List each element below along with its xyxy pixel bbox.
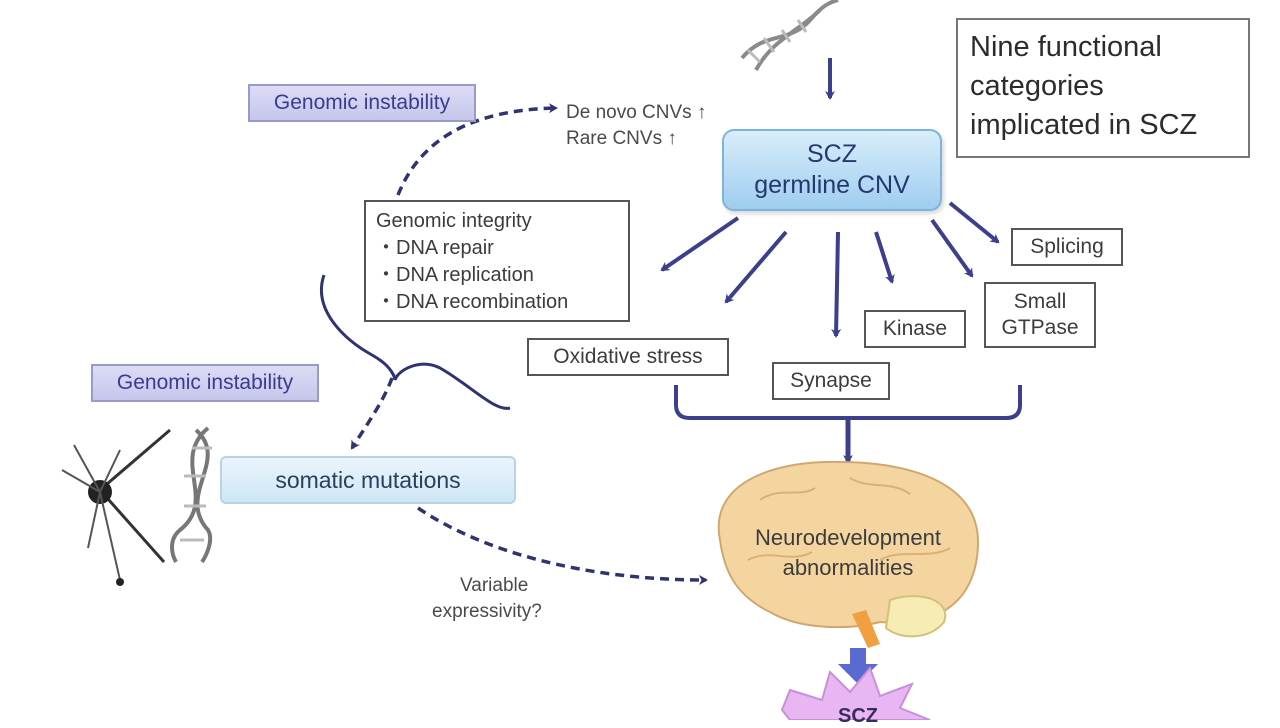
- title-line-1: Nine functional: [970, 31, 1162, 63]
- arrow-to-synapse: [831, 231, 842, 338]
- dna-recombination-item: ・DNA recombination: [376, 291, 569, 313]
- dna-repair-item: ・DNA repair: [376, 237, 494, 259]
- genomic-integrity-heading: Genomic integrity: [376, 210, 532, 232]
- gtpase-label: GTPase: [1001, 316, 1079, 339]
- abnormalities-label: abnormalities: [782, 555, 914, 580]
- dashed-arrow-to-somatic: [350, 377, 394, 450]
- de-novo-cnv-label: De novo CNVs ↑: [566, 102, 707, 123]
- germline-cnv-label: germline CNV: [754, 171, 910, 199]
- scz-outcome-star: [780, 666, 931, 720]
- arrow-to-genomic-integrity: [660, 216, 740, 272]
- nine-categories-title-box: Nine functional categories implicated in…: [956, 18, 1250, 158]
- kinase-box: Kinase: [864, 310, 966, 348]
- brain-icon: [717, 460, 980, 648]
- small-gtpase-box: Small GTPase: [984, 282, 1096, 348]
- scz-outcome-label: SCZ: [838, 705, 878, 727]
- left-brace: [320, 274, 511, 410]
- variable-label: Variable: [460, 575, 529, 596]
- title-line-3: implicated in SCZ: [970, 109, 1198, 141]
- small-label: Small: [1013, 290, 1067, 313]
- title-line-2: categories: [970, 70, 1104, 102]
- scz-label: SCZ: [807, 140, 857, 168]
- splicing-box: Splicing: [1011, 228, 1123, 266]
- oxidative-stress-box: Oxidative stress: [527, 338, 729, 376]
- arrow-to-kinase: [874, 231, 895, 284]
- arrow-to-oxidative-stress: [724, 230, 788, 304]
- expressivity-label: expressivity?: [432, 601, 542, 622]
- genomic-instability-left-box: Genomic instability: [91, 364, 319, 402]
- dashed-arrow-to-de-novo: [396, 103, 558, 196]
- dna-replication-item: ・DNA replication: [376, 264, 534, 286]
- neurodevelopment-label: Neurodevelopment: [755, 525, 941, 550]
- dna-helix-left-icon: [170, 426, 213, 564]
- somatic-mutations-box: somatic mutations: [220, 456, 516, 504]
- scz-germline-cnv-box: SCZ germline CNV: [722, 129, 942, 211]
- neuron-icon: [61, 428, 171, 586]
- dna-helix-top-icon: [740, 0, 839, 71]
- arrow-to-small-gtpase: [930, 218, 974, 278]
- synapse-box: Synapse: [772, 362, 890, 400]
- dashed-arrow-to-brain: [417, 506, 708, 585]
- genomic-instability-top-box: Genomic instability: [248, 84, 476, 122]
- genomic-integrity-box: Genomic integrity ・DNA repair ・DNA repli…: [364, 200, 630, 322]
- arrow-to-splicing: [948, 201, 1000, 244]
- rare-cnv-label: Rare CNVs ↑: [566, 128, 677, 149]
